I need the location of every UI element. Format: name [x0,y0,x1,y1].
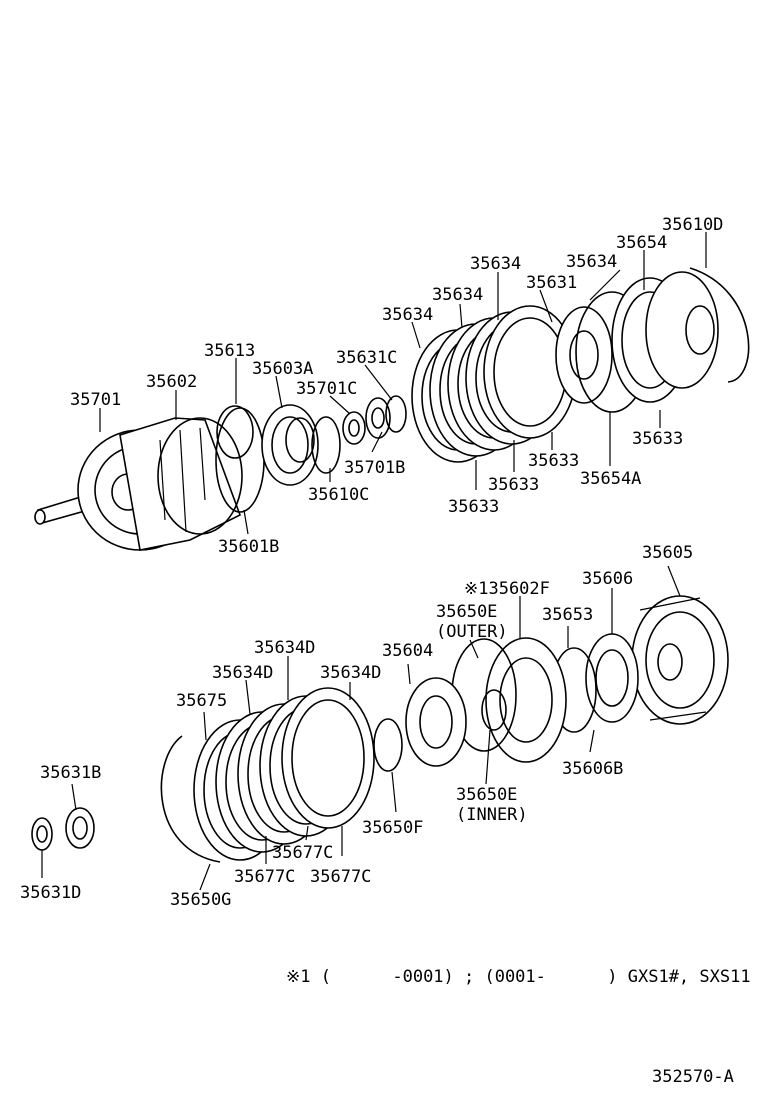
hub-35631 [555,306,613,404]
label-35634-d: 35634 [566,252,617,272]
label-35606B: 35606B [562,759,623,779]
drum-35602F [485,637,567,763]
label-35634D-a: 35634D [254,638,315,658]
label-35605: 35605 [642,543,693,563]
label-35606: 35606 [582,569,633,589]
label-35701C: 35701C [296,379,357,399]
washer-35631D [31,817,53,851]
label-35650E-outer: 35650E [436,602,497,622]
label-35634D-b: 35634D [212,663,273,683]
label-35603A: 35603A [252,359,313,379]
label-35631B: 35631B [40,763,101,783]
ring-35701C [342,411,366,445]
label-35634D-c: 35634D [320,663,381,683]
label-35633-a: 35633 [448,497,499,517]
label-35701B: 35701B [344,458,405,478]
label-35633-c: 35633 [528,451,579,471]
snap-ring-35650F [373,718,403,772]
label-35631C: 35631C [336,348,397,368]
label-outer-note: (OUTER) [436,622,508,642]
diagram-id: 352570-A [652,1067,734,1087]
label-35677C-a: 35677C [272,843,333,863]
label-35602F: ※135602F [464,579,550,599]
snap-ring-35610D [689,267,750,383]
clutch-drum-35602 [119,417,243,551]
label-35654A: 35654A [580,469,641,489]
bearing-35701B [365,397,391,439]
label-35604: 35604 [382,641,433,661]
label-35610C: 35610C [308,485,369,505]
label-35633-d: 35633 [632,429,683,449]
hub-35604 [405,677,467,767]
snap-ring-35610C [311,416,341,474]
seal-35650E-inner [481,689,507,731]
label-35654: 35654 [616,233,667,253]
label-35634-c: 35634 [382,305,433,325]
snap-ring-35650G [160,735,221,863]
label-35610D: 35610D [662,215,723,235]
clutch-pack-lower [193,687,375,861]
label-35650G: 35650G [170,890,231,910]
race-35631C [385,395,407,433]
label-35601B: 35601B [218,537,279,557]
label-35634-a: 35634 [470,254,521,274]
label-35634-b: 35634 [432,285,483,305]
hub-35603A [261,404,319,486]
drum-35605 [631,595,729,725]
label-35677C-b: 35677C [234,867,295,887]
label-inner-note: (INNER) [456,805,528,825]
label-35653: 35653 [542,605,593,625]
snap-ring-35613 [216,405,254,459]
label-35631D: 35631D [20,883,81,903]
clutch-pack-upper [411,305,577,463]
label-35650F: 35650F [362,818,423,838]
label-35701: 35701 [70,390,121,410]
label-35677C-c: 35677C [310,867,371,887]
washer-35631B [65,807,95,849]
label-35633-b: 35633 [488,475,539,495]
label-35650E-inner: 35650E [456,785,517,805]
label-35675: 35675 [176,691,227,711]
leader-lines [41,232,707,891]
label-35613: 35613 [204,341,255,361]
label-35602: 35602 [146,372,197,392]
applicability-footnote: ※1 ( -0001) ; (0001- ) GXS1#, SXS11 [286,967,751,987]
label-35631: 35631 [526,273,577,293]
